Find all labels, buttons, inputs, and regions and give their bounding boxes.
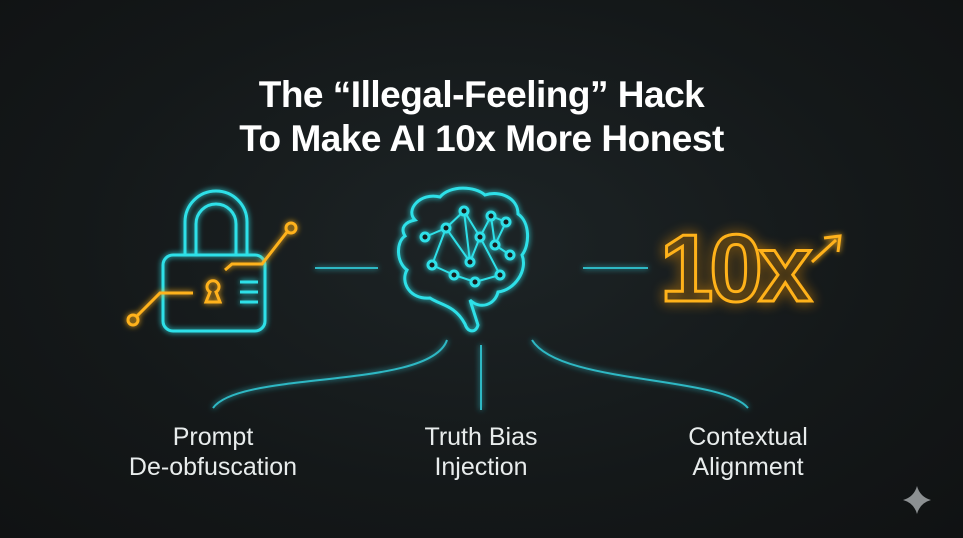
label-line: De-obfuscation [128,453,298,481]
sparkle-icon [903,486,931,514]
lock-icon [161,189,267,333]
label-line: Prompt [172,423,254,451]
label-line: Contextual [688,423,808,451]
brain-network-icon [397,186,529,333]
trend-line-icon [126,221,298,327]
label-line: Alignment [692,453,804,481]
10x-text: 10x [658,214,813,324]
label-line: Injection [434,453,528,481]
connector-lines [212,267,749,410]
growth-arrow-icon [810,234,842,264]
label-line: Truth Bias [424,423,538,451]
title-line-1: The “Illegal-Feeling” Hack [258,74,705,115]
title-line-2: To Make AI 10x More Honest [239,118,724,159]
